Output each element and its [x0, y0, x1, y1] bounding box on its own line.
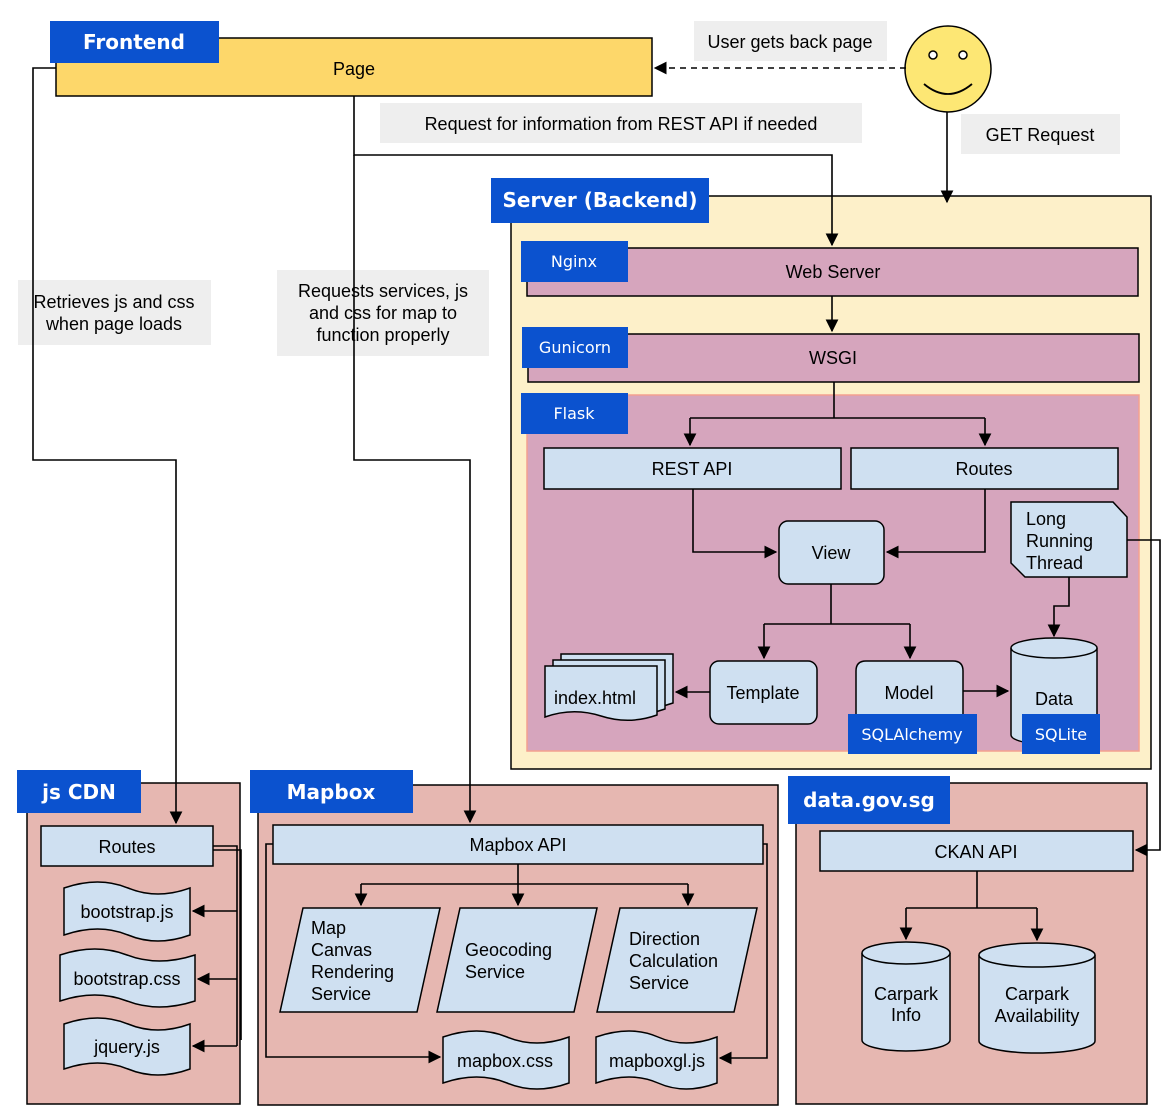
- arrow-page-to-cdn: [32, 67, 183, 825]
- jquery-js-file: [63, 1017, 191, 1076]
- carpark-availability-line2: Availability: [995, 1006, 1080, 1026]
- mapbox-tag-label: Mapbox: [287, 780, 376, 804]
- direction-line3: Service: [629, 973, 689, 993]
- datagov-tag: [788, 776, 950, 824]
- long-running-thread-box: [1010, 501, 1128, 578]
- note-retrieves-js-css-line2: when page loads: [45, 314, 182, 334]
- web-server-label: Web Server: [786, 262, 881, 282]
- sqlite-tag-label: SQLite: [1035, 725, 1087, 744]
- page-label: Page: [333, 59, 375, 79]
- arrow-routes-to-view: [885, 489, 986, 559]
- note-request-rest-api: [380, 103, 862, 143]
- carpark-info-cylinder-icon: [861, 941, 951, 1052]
- long-running-thread-line2: Running: [1026, 531, 1093, 551]
- flask-tag-label: Flask: [553, 404, 595, 423]
- web-server-box: [526, 247, 1139, 297]
- rest-api-label: REST API: [652, 459, 733, 479]
- direction-service-box: [596, 907, 758, 1013]
- data-label: Data: [1035, 689, 1074, 709]
- map-canvas-line4: Service: [311, 984, 371, 1004]
- sqlalchemy-tag: [848, 714, 977, 754]
- carpark-info-line1: Carpark: [874, 984, 939, 1004]
- note-requests-services-line3: function properly: [316, 325, 449, 345]
- datagov-tag-label: data.gov.sg: [803, 788, 935, 812]
- note-requests-services-line2: and css for map to: [309, 303, 457, 323]
- direction-line2: Calculation: [629, 951, 718, 971]
- note-retrieves-js-css-line1: Retrieves js and css: [33, 292, 194, 312]
- view-label: View: [812, 543, 852, 563]
- flask-tag: [521, 393, 628, 434]
- user-smiley-icon: [904, 25, 992, 113]
- index-html-label: index.html: [554, 688, 636, 708]
- map-canvas-line3: Rendering: [311, 962, 394, 982]
- nginx-tag: [521, 241, 628, 282]
- mapboxgl-js-file: [595, 1030, 718, 1090]
- geocoding-service-box: [436, 907, 598, 1013]
- geocoding-line2: Service: [465, 962, 525, 982]
- map-canvas-line1: Map: [311, 918, 346, 938]
- routes-label: Routes: [955, 459, 1012, 479]
- arrow-rest-to-view: [692, 489, 778, 559]
- jquery-js-label: jquery.js: [93, 1037, 160, 1057]
- arrow-mapboxgl-js: [718, 843, 768, 1065]
- note-user-gets-back-page: [694, 21, 887, 61]
- index-html-docs: [544, 653, 674, 721]
- map-canvas-service-box: [279, 907, 441, 1013]
- frontend-tag-label: Frontend: [83, 30, 185, 54]
- bootstrap-js-label: bootstrap.js: [80, 902, 173, 922]
- mapbox-css-file: [442, 1030, 570, 1090]
- js-cdn-tag-label: js CDN: [41, 780, 116, 804]
- sqlite-tag: [1022, 714, 1100, 754]
- note-get-request-text: GET Request: [986, 125, 1095, 145]
- bootstrap-js-file: [63, 881, 191, 942]
- note-requests-services: [277, 270, 489, 356]
- js-cdn-tag: [17, 770, 141, 813]
- note-requests-services-line1: Requests services, js: [298, 281, 468, 301]
- bootstrap-css-label: bootstrap.css: [73, 969, 180, 989]
- carpark-availability-line1: Carpark: [1005, 984, 1070, 1004]
- connectors: [32, 61, 1161, 1065]
- template-label: Template: [726, 683, 799, 703]
- mapbox-api-label: Mapbox API: [469, 835, 566, 855]
- arrow-thread-ckan: [1127, 539, 1161, 857]
- note-retrieves-js-css: [18, 280, 211, 345]
- arrow-thread-data: [1047, 577, 1070, 638]
- map-canvas-line2: Canvas: [311, 940, 372, 960]
- server-tag: [491, 178, 709, 223]
- line-cdn-bus2: [213, 849, 242, 1040]
- wsgi-label: WSGI: [809, 348, 857, 368]
- note-user-gets-back-page-text: User gets back page: [707, 32, 872, 52]
- model-label: Model: [884, 683, 933, 703]
- cdn-routes-box: [40, 825, 214, 867]
- sqlalchemy-tag-label: SQLAlchemy: [861, 725, 962, 744]
- gunicorn-tag-label: Gunicorn: [539, 338, 611, 357]
- geocoding-line1: Geocoding: [465, 940, 552, 960]
- long-running-thread-line1: Long: [1026, 509, 1066, 529]
- gunicorn-tag: [522, 327, 628, 368]
- direction-line1: Direction: [629, 929, 700, 949]
- mapbox-tag: [250, 770, 413, 813]
- wsgi-box: [527, 333, 1140, 383]
- bootstrap-css-file: [59, 948, 196, 1008]
- long-running-thread-line3: Thread: [1026, 553, 1083, 573]
- server-tag-label: Server (Backend): [502, 188, 697, 212]
- arrow-mapbox-css: [265, 843, 442, 1064]
- arrow-page-to-mapbox: [353, 155, 477, 824]
- nginx-tag-label: Nginx: [551, 252, 597, 271]
- arrow-page-to-webserver: [353, 96, 839, 247]
- carpark-info-line2: Info: [891, 1005, 921, 1025]
- frontend-tag: [50, 21, 219, 63]
- ckan-api-label: CKAN API: [934, 842, 1017, 862]
- cdn-routes-label: Routes: [98, 837, 155, 857]
- note-get-request: [961, 114, 1120, 154]
- mapboxgl-js-label: mapboxgl.js: [609, 1051, 705, 1071]
- rest-api-box: [543, 447, 842, 490]
- carpark-availability-cylinder-icon: [978, 942, 1096, 1054]
- mapbox-css-label: mapbox.css: [457, 1051, 553, 1071]
- note-request-rest-api-text: Request for information from REST API if…: [425, 114, 818, 134]
